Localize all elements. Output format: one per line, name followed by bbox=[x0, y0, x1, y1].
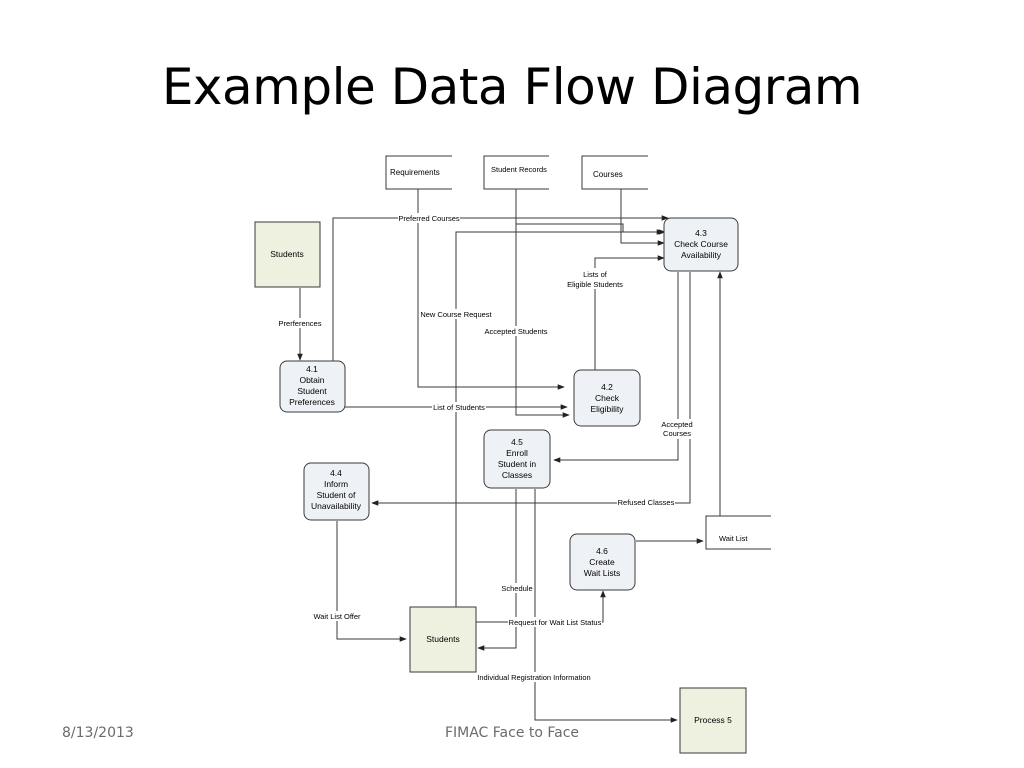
svg-text:4.1: 4.1 bbox=[306, 364, 318, 374]
label-lists-of: Lists of bbox=[583, 270, 608, 279]
svg-text:Students: Students bbox=[426, 634, 460, 644]
svg-text:4.6: 4.6 bbox=[596, 546, 608, 556]
process-4-3: 4.3 Check Course Availability bbox=[663, 217, 739, 272]
flows bbox=[297, 189, 723, 723]
svg-text:Unavailability: Unavailability bbox=[311, 501, 362, 511]
flow-accepted-courses bbox=[553, 272, 679, 463]
svg-text:4.2: 4.2 bbox=[601, 382, 613, 392]
flow-labels: Prerferences Preferred Courses Lists of … bbox=[278, 213, 694, 682]
svg-text:Student Records: Student Records bbox=[491, 165, 547, 174]
flow-refused-classes bbox=[371, 272, 691, 506]
entity-process-5: Process 5 bbox=[679, 687, 747, 754]
label-courses: Courses bbox=[663, 429, 691, 438]
flow-records-to-4-3 bbox=[515, 189, 666, 235]
svg-text:Eligibility: Eligibility bbox=[590, 404, 624, 414]
label-preferred-courses: Preferred Courses bbox=[398, 214, 460, 223]
flow-lists-eligible bbox=[594, 255, 665, 370]
svg-text:Availability: Availability bbox=[681, 250, 722, 260]
svg-text:Process 5: Process 5 bbox=[694, 715, 732, 725]
svg-text:4.3: 4.3 bbox=[695, 228, 707, 238]
flow-new-course-request bbox=[417, 189, 565, 390]
label-refused-classes: Refused Classes bbox=[618, 498, 675, 507]
data-stores: Requirements Student Records Courses Wai… bbox=[385, 155, 771, 550]
flow-students-to-4-3 bbox=[455, 229, 664, 607]
label-list-of-students: List of Students bbox=[433, 403, 485, 412]
svg-text:Wait Lists: Wait Lists bbox=[584, 568, 621, 578]
store-requirements: Requirements bbox=[385, 155, 452, 190]
svg-text:Create: Create bbox=[589, 557, 615, 567]
label-wait-list-offer: Wait List Offer bbox=[313, 612, 361, 621]
store-student-records: Student Records bbox=[483, 155, 549, 190]
flow-preferred-courses bbox=[332, 215, 669, 362]
svg-text:Student: Student bbox=[297, 386, 327, 396]
svg-text:Check: Check bbox=[595, 393, 620, 403]
footer-date: 8/13/2013 bbox=[62, 725, 134, 741]
label-preferences: Prerferences bbox=[279, 319, 322, 328]
svg-text:Student in: Student in bbox=[498, 459, 537, 469]
processes: 4.1 Obtain Student Preferences 4.2 Check… bbox=[279, 217, 739, 591]
store-wait-list: Wait List bbox=[705, 515, 771, 550]
label-accepted: Accepted bbox=[661, 420, 692, 429]
entity-students-bottom: Students bbox=[409, 606, 477, 673]
label-schedule: Schedule bbox=[501, 584, 532, 593]
label-new-course-request: New Course Request bbox=[420, 310, 492, 319]
svg-text:Obtain: Obtain bbox=[299, 375, 324, 385]
process-4-6: 4.6 Create Wait Lists bbox=[569, 533, 636, 591]
flow-accepted-students bbox=[515, 224, 570, 418]
label-eligible-students: Eligible Students bbox=[567, 280, 623, 289]
svg-text:Inform: Inform bbox=[324, 479, 348, 489]
svg-text:Requirements: Requirements bbox=[390, 168, 440, 177]
flow-wait-list-offer bbox=[336, 521, 407, 642]
svg-text:Classes: Classes bbox=[502, 470, 532, 480]
svg-text:Enroll: Enroll bbox=[506, 448, 528, 458]
process-4-4: 4.4 Inform Student of Unavailability bbox=[303, 462, 370, 521]
store-courses: Courses bbox=[581, 155, 648, 190]
external-entities: Students Students Process 5 bbox=[254, 221, 747, 754]
process-4-1: 4.1 Obtain Student Preferences bbox=[279, 360, 346, 413]
process-4-2: 4.2 Check Eligibility bbox=[573, 369, 641, 427]
svg-text:Courses: Courses bbox=[593, 170, 623, 179]
svg-text:4.5: 4.5 bbox=[511, 437, 523, 447]
svg-text:Students: Students bbox=[270, 249, 304, 259]
svg-text:Preferences: Preferences bbox=[289, 397, 335, 407]
svg-text:Student of: Student of bbox=[317, 490, 356, 500]
label-request-wait-list-status: Request for Wait List Status bbox=[509, 618, 602, 627]
svg-text:Wait List: Wait List bbox=[719, 534, 748, 543]
process-4-5: 4.5 Enroll Student in Classes bbox=[483, 429, 551, 489]
flow-schedule bbox=[477, 489, 517, 651]
svg-text:Check Course: Check Course bbox=[674, 239, 728, 249]
flow-individual-registration bbox=[534, 489, 678, 723]
svg-text:4.4: 4.4 bbox=[330, 468, 342, 478]
footer-center: FIMAC Face to Face bbox=[444, 725, 580, 741]
flow-courses-to-4-3 bbox=[620, 189, 665, 246]
label-accepted-students: Accepted Students bbox=[485, 327, 548, 336]
slide-title: Example Data Flow Diagram bbox=[161, 58, 863, 116]
entity-students-top: Students bbox=[254, 221, 321, 288]
label-individual-registration: Individual Registration Information bbox=[477, 673, 590, 682]
